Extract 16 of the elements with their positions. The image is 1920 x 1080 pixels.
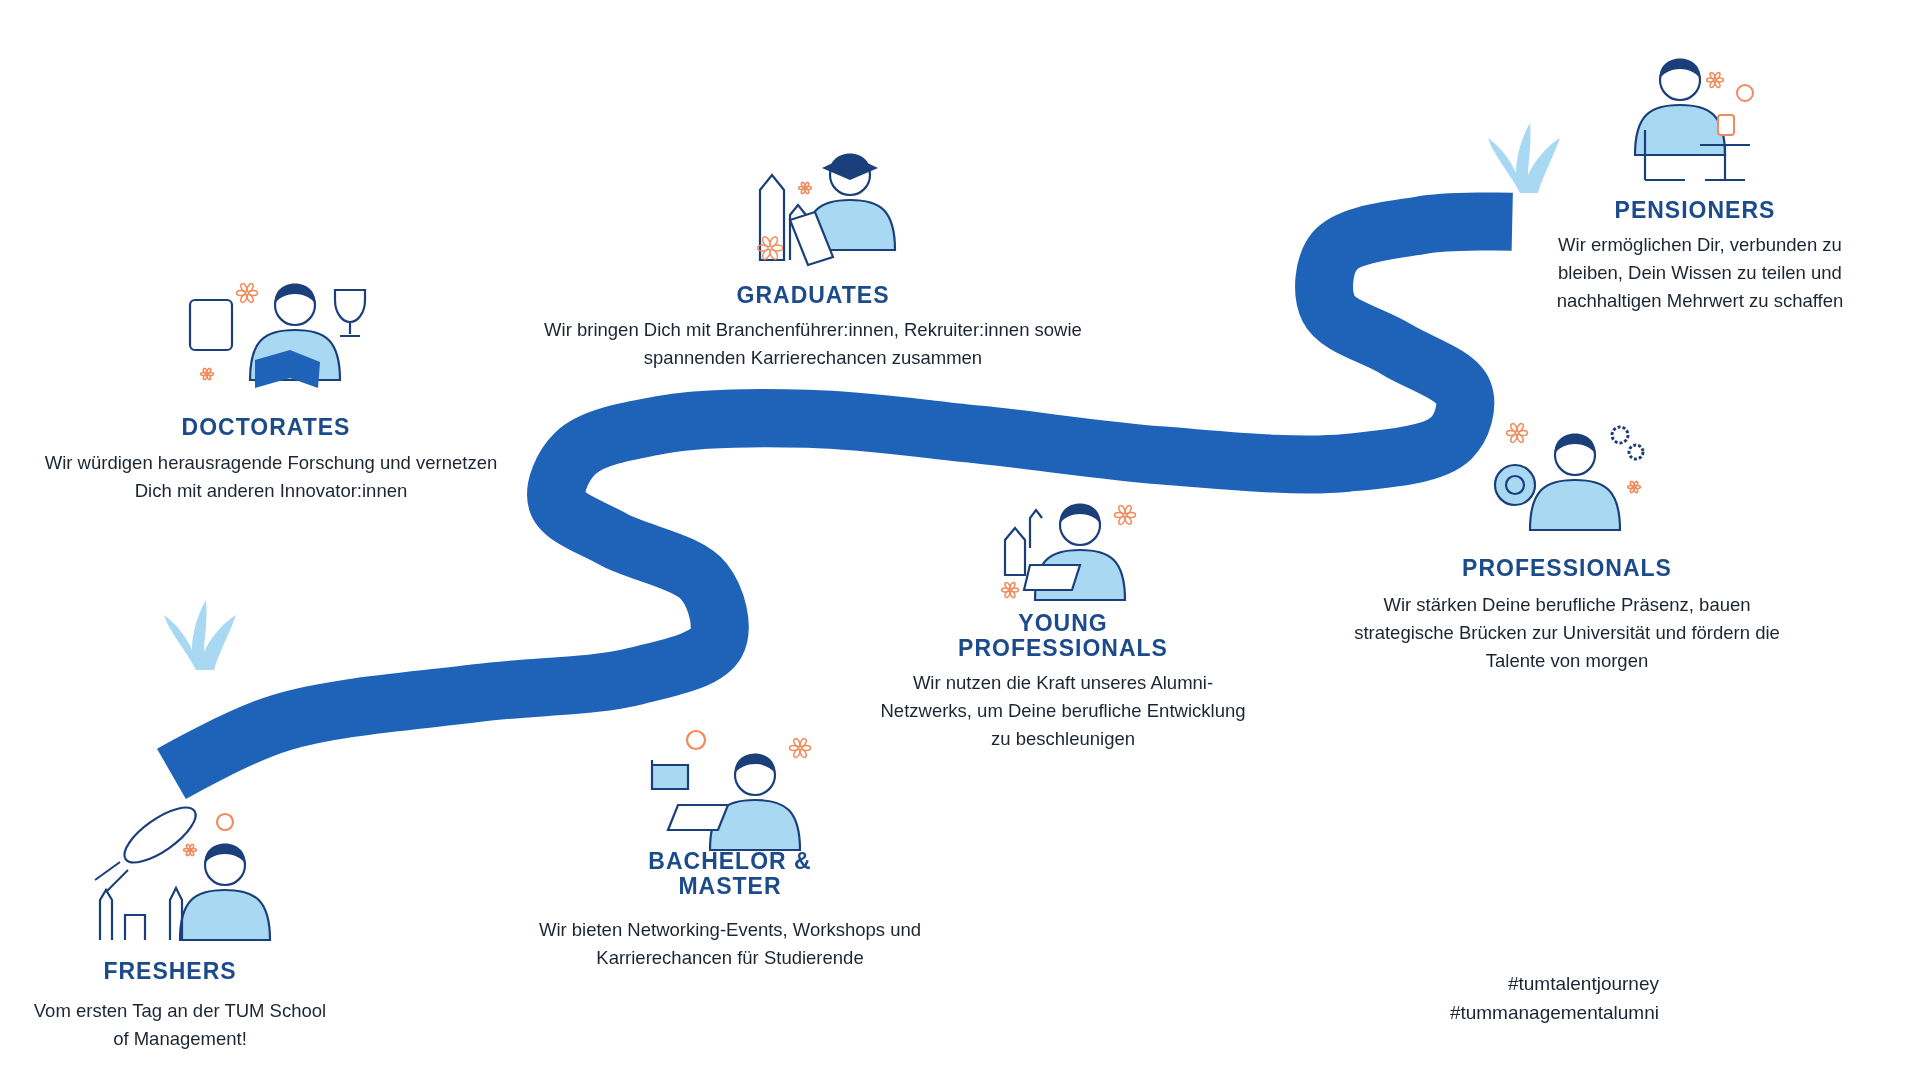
stage-description: Wir ermöglichen Dir, verbunden zu bleiben, Dein Wissen zu teilen und nachhaltigen Mehrwert zu schaffen [1555,233,1845,314]
hashtag: #tumtalentjourney [1506,973,1659,995]
stage-description: Wir stärken Deine berufliche Präsenz, bauen strategische Brücken zur Universität und fördern die Talente von morgen [1353,593,1781,674]
stage-heading: FRESHERS [102,959,238,985]
stage-description: Wir nutzen die Kraft unseres Alumni-Netzwerks, um Deine berufliche Entwicklung zu beschleunigen [879,671,1247,752]
stage-description: Wir bieten Networking-Events, Workshops und Karrierechancen für Studierende [537,918,923,971]
stage-description: Wir bringen Dich mit Branchenführer:innen, Rekruiter:innen sowie spannenden Karrierechancen zusammen [543,318,1083,371]
stage-heading: YOUNG PROFESSIONALS [957,611,1169,662]
stage-heading: BACHELOR & MASTER [647,849,813,900]
stage-heading: DOCTORATES [180,415,352,441]
stage-heading: PENSIONERS [1613,198,1777,224]
stage-description: Vom ersten Tag an der TUM School of Management! [32,999,328,1052]
stage-heading: PROFESSIONALS [1461,556,1673,582]
hashtag: #tummanagementalumni [1448,1002,1659,1024]
stage-description: Wir würdigen herausragende Forschung und vernetzen Dich mit anderen Innovator:innen [43,451,499,504]
stage-heading: GRADUATES [735,283,891,309]
